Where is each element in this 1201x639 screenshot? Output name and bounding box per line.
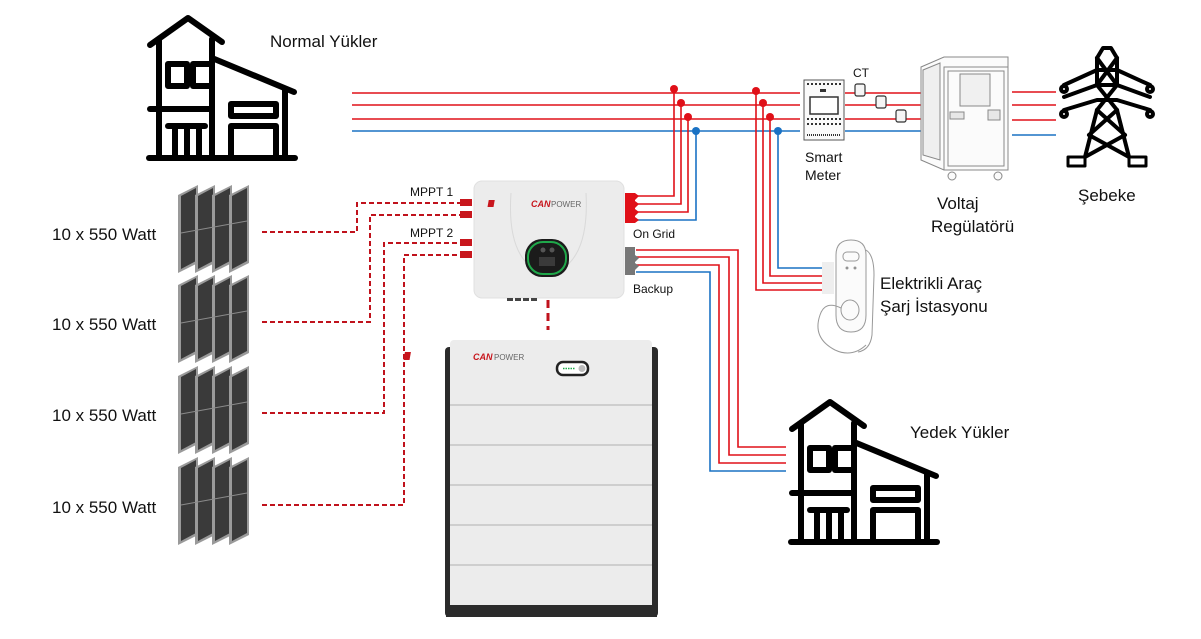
mppt-1-label: MPPT 1 — [410, 185, 453, 199]
backup-l2 — [636, 256, 786, 456]
backup-n — [636, 271, 786, 472]
smart-meter-label-2: Meter — [805, 167, 841, 183]
pv-array-2-label: 10 x 550 Watt — [52, 315, 157, 334]
on-grid-l1 — [636, 89, 675, 197]
pv-array-4-label: 10 x 550 Watt — [52, 498, 157, 517]
ev-l1 — [755, 91, 826, 291]
dc-string-2 — [262, 214, 462, 323]
smart-meter-icon — [803, 79, 845, 141]
battery-stack — [445, 340, 658, 617]
battery-brand-prefix: CAN — [473, 352, 493, 362]
inverter-brand-prefix: CAN — [531, 199, 551, 209]
voltage-regulator-label-2: Regülatörü — [931, 217, 1014, 236]
hybrid-inverter — [460, 180, 639, 301]
pv-array-3-label: 10 x 550 Watt — [52, 406, 157, 425]
mppt-2-label: MPPT 2 — [410, 226, 453, 240]
dc-wiring — [262, 202, 550, 506]
on-grid-l3 — [636, 117, 689, 213]
on-grid-l2 — [636, 103, 682, 205]
voltage-regulator-icon — [920, 56, 1009, 181]
junction-dot — [670, 85, 678, 93]
smart-meter-label-1: Smart — [805, 149, 842, 165]
ev-l2 — [762, 103, 826, 284]
on-grid-wiring — [636, 89, 697, 221]
backup-l1 — [636, 249, 786, 448]
junction-dots-inverter — [670, 85, 700, 135]
backup-port — [625, 247, 639, 275]
ct-sensors — [854, 83, 907, 123]
ct-sensor-icon — [854, 83, 866, 97]
dc-string-3 — [262, 242, 462, 414]
normal-loads-house-icon — [146, 15, 298, 161]
solar-panel-icon — [177, 184, 250, 274]
backup-label: Backup — [633, 282, 673, 296]
on-grid-label: On Grid — [633, 227, 675, 241]
ev-n — [777, 131, 826, 269]
on-grid-n — [636, 131, 697, 221]
ev-charger-label-2: Şarj İstasyonu — [880, 297, 988, 316]
junction-dot — [766, 113, 774, 121]
ct-sensor-icon — [895, 109, 907, 123]
junction-dot — [677, 99, 685, 107]
power-tower-icon — [1059, 46, 1155, 168]
solar-panel-icon — [177, 456, 250, 546]
junction-dots-ev — [752, 87, 782, 135]
ev-charger-label-1: Elektrikli Araç — [880, 274, 983, 293]
junction-dot — [774, 127, 782, 135]
pv-array-1-label: 10 x 550 Watt — [52, 225, 157, 244]
normal-loads-label: Normal Yükler — [270, 32, 378, 51]
inverter-brand-suffix: POWER — [551, 200, 581, 209]
junction-dot — [759, 99, 767, 107]
junction-dot — [752, 87, 760, 95]
junction-dot — [692, 127, 700, 135]
backup-loads-label: Yedek Yükler — [910, 423, 1010, 442]
ct-sensor-icon — [875, 95, 887, 109]
ct-label: CT — [853, 66, 870, 80]
voltage-regulator-label-1: Voltaj — [937, 194, 979, 213]
ev-l3 — [769, 117, 826, 277]
mppt-connectors — [460, 199, 472, 258]
backup-l3 — [636, 264, 786, 464]
junction-dot — [684, 113, 692, 121]
battery-brand-logo: CAN POWER — [403, 352, 524, 362]
solar-panel-icon — [177, 365, 250, 455]
backup-wiring — [636, 249, 786, 472]
on-grid-port — [625, 193, 639, 223]
backup-loads-house-icon — [788, 399, 940, 545]
ev-charger-icon — [817, 239, 875, 354]
grid-label: Şebeke — [1078, 186, 1136, 205]
dc-string-4 — [262, 254, 462, 506]
battery-brand-suffix: POWER — [494, 353, 524, 362]
dc-string-1 — [262, 202, 462, 233]
ev-wiring — [755, 91, 826, 291]
solar-panel-icon — [177, 274, 250, 364]
inverter-brand-logo: CAN POWER — [487, 199, 581, 209]
